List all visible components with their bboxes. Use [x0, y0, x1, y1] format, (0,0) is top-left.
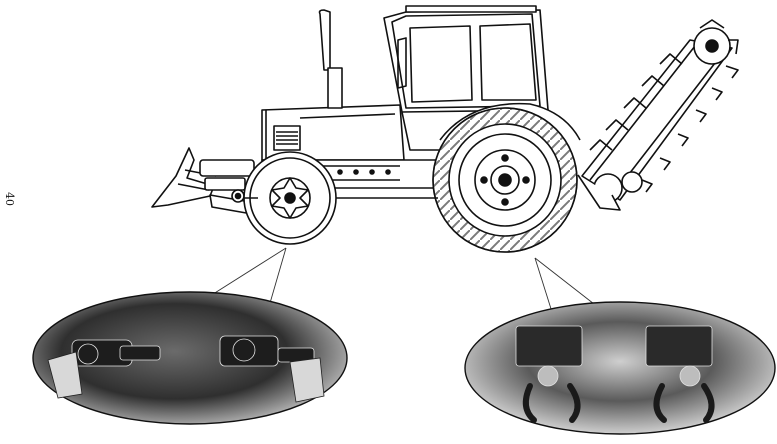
cab: [383, 5, 549, 151]
exhaust-pipe: [318, 9, 343, 109]
trencher-mount-detail-callout: [464, 301, 776, 435]
tractor: [151, 5, 739, 253]
rear-wheel: [432, 107, 578, 253]
trencher-boom: [577, 19, 739, 211]
front-axle-detail-callout: [32, 291, 348, 425]
front-linkage: [199, 159, 255, 215]
